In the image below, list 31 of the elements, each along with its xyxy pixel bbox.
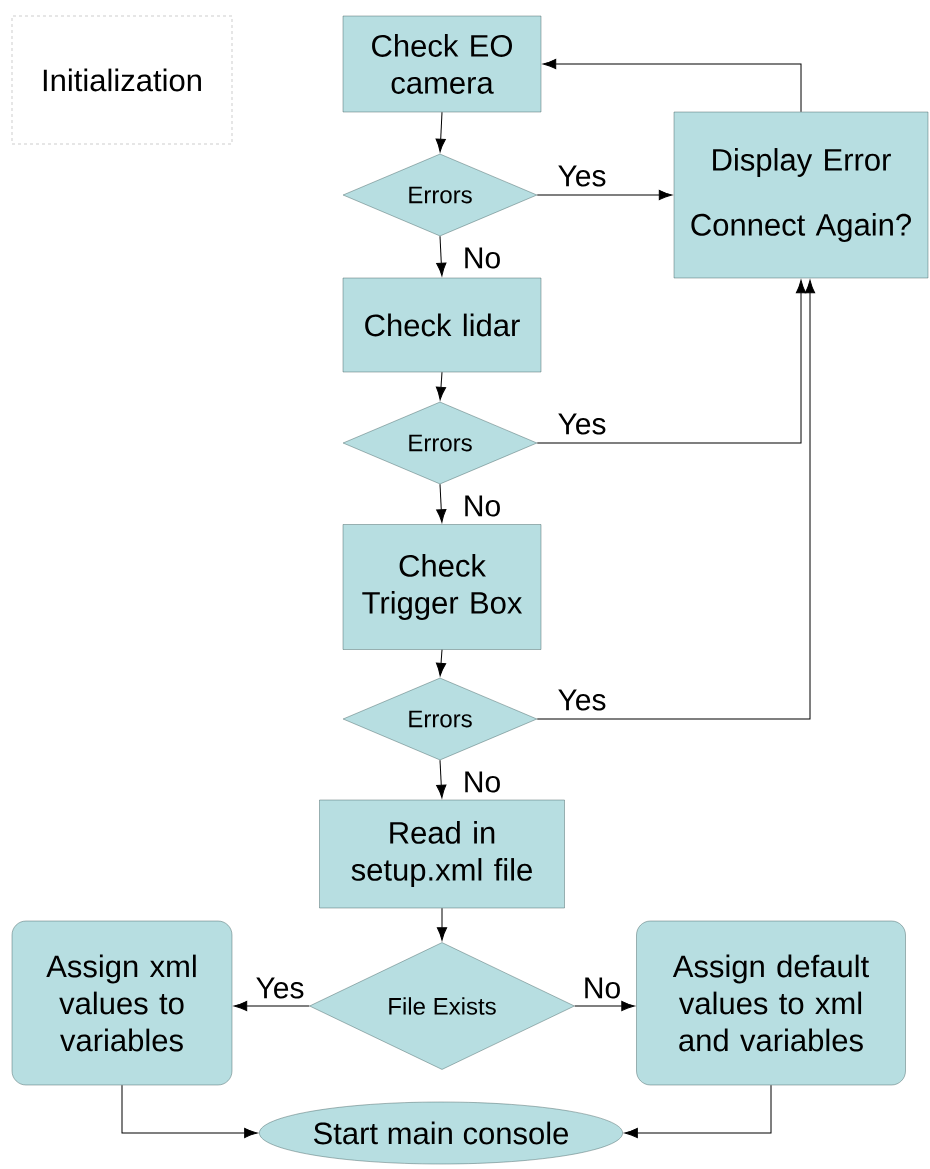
note-box: Initialization <box>11 15 233 145</box>
edge-label: No <box>461 246 503 270</box>
arrow <box>436 759 447 799</box>
edge-label: No <box>461 494 503 518</box>
arrow <box>574 1000 635 1012</box>
process-box: Assign default values to xml and variables <box>636 920 906 1086</box>
edge-label: No <box>581 976 623 1000</box>
arrow <box>121 1084 258 1139</box>
arrow <box>436 907 448 941</box>
arrow <box>435 111 446 153</box>
arrow <box>536 279 816 720</box>
arrow <box>624 1084 772 1139</box>
edge-label: Yes <box>254 976 306 1000</box>
edge-label: No <box>461 770 503 794</box>
process-box: Assign xml values to variables <box>11 920 233 1086</box>
process-box: Check Trigger Box <box>342 524 542 650</box>
arrow <box>233 1000 310 1012</box>
arrow <box>436 483 447 523</box>
arrow <box>436 235 447 277</box>
arrow <box>536 189 673 201</box>
edge-label: Yes <box>556 688 608 712</box>
arrow <box>536 279 807 444</box>
arrow <box>542 58 802 113</box>
process-box: Display Error Connect Again? <box>673 111 929 279</box>
process-box: Check EO camera <box>342 15 542 113</box>
arrow <box>435 649 447 677</box>
process-box: Check lidar <box>342 277 542 373</box>
edge-label: Yes <box>556 164 608 188</box>
edge-label: Yes <box>556 412 608 436</box>
arrow <box>435 371 447 401</box>
process-box: Read in setup.xml file <box>319 799 565 909</box>
